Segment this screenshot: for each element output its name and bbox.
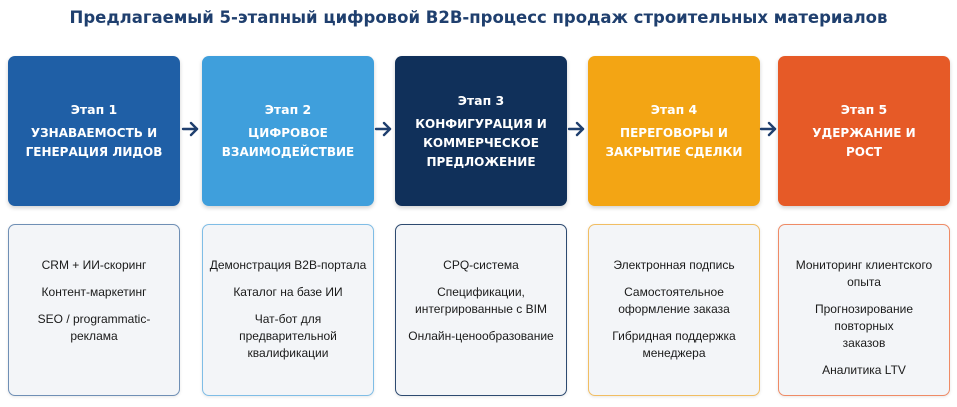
detail-item: Аналитика LTV	[822, 363, 906, 377]
stage-4-name: ПЕРЕГОВОРЫ И ЗАКРЫТИЕ СДЕЛКИ	[605, 126, 743, 159]
stage-4-box: Этап 4 ПЕРЕГОВОРЫ И ЗАКРЫТИЕ СДЕЛКИ	[588, 56, 760, 206]
detail-item: SEO / programmatic-реклама	[37, 312, 151, 343]
detail-item: Чат-бот для предварительной квалификации	[239, 312, 337, 360]
detail-item: Гибридная поддержка менеджера	[612, 329, 736, 360]
detail-item: Электронная подпись	[613, 258, 735, 272]
detail-item: Контент-маркетинг	[41, 285, 147, 299]
stage-5-box: Этап 5 УДЕРЖАНИЕ И РОСТ	[778, 56, 950, 206]
detail-item: Мониторинг клиентского опыта	[795, 258, 933, 289]
stage-1-name: УЗНАВАЕМОСТЬ И ГЕНЕРАЦИЯ ЛИДОВ	[25, 126, 163, 159]
arrow-right-icon	[181, 121, 199, 137]
stage-2-details: Демонстрация B2B-портала Каталог на базе…	[202, 224, 374, 396]
stage-2-number: Этап 2	[264, 102, 312, 117]
stage-1-details: CRM + ИИ-скоринг Контент-маркетинг SEO /…	[8, 224, 180, 396]
detail-item: Каталог на базе ИИ	[233, 285, 343, 299]
detail-item: Прогнозирование повторных заказов	[815, 302, 913, 350]
stage-3-box: Этап 3 КОНФИГУРАЦИЯ И КОММЕРЧЕСКОЕ ПРЕДЛ…	[395, 56, 567, 206]
detail-item: CRM + ИИ-скоринг	[41, 258, 147, 272]
stage-5-details: Мониторинг клиентского опыта Прогнозиров…	[778, 224, 950, 396]
detail-item: Онлайн-ценообразование	[408, 329, 554, 343]
stage-4-details: Электронная подпись Самостоятельное офор…	[588, 224, 760, 396]
detail-item: CPQ-система	[443, 258, 519, 272]
stage-2-box: Этап 2 ЦИФРОВОЕ ВЗАИМОДЕЙСТВИЕ	[202, 56, 374, 206]
stage-5-name: УДЕРЖАНИЕ И РОСТ	[812, 126, 916, 159]
stage-2-name: ЦИФРОВОЕ ВЗАИМОДЕЙСТВИЕ	[221, 126, 355, 159]
detail-item: Демонстрация B2B-портала	[209, 258, 367, 272]
arrow-right-icon	[567, 121, 585, 137]
stage-1-number: Этап 1	[70, 102, 118, 117]
stage-4-number: Этап 4	[650, 102, 698, 117]
stage-3-number: Этап 3	[457, 92, 505, 108]
stage-1-box: Этап 1 УЗНАВАЕМОСТЬ И ГЕНЕРАЦИЯ ЛИДОВ	[8, 56, 180, 206]
arrow-right-icon	[374, 121, 392, 137]
stage-3-details: CPQ-система Спецификации, интегрированны…	[395, 224, 567, 396]
arrow-right-icon	[759, 121, 777, 137]
detail-item: Спецификации, интегрированные с BIM	[415, 285, 547, 316]
detail-item: Самостоятельное оформление заказа	[618, 285, 730, 316]
stage-3-name: КОНФИГУРАЦИЯ И КОММЕРЧЕСКОЕ ПРЕДЛОЖЕНИЕ	[415, 116, 547, 169]
stage-5-number: Этап 5	[840, 102, 888, 117]
page-title: Предлагаемый 5-этапный цифровой B2B-проц…	[69, 8, 888, 27]
